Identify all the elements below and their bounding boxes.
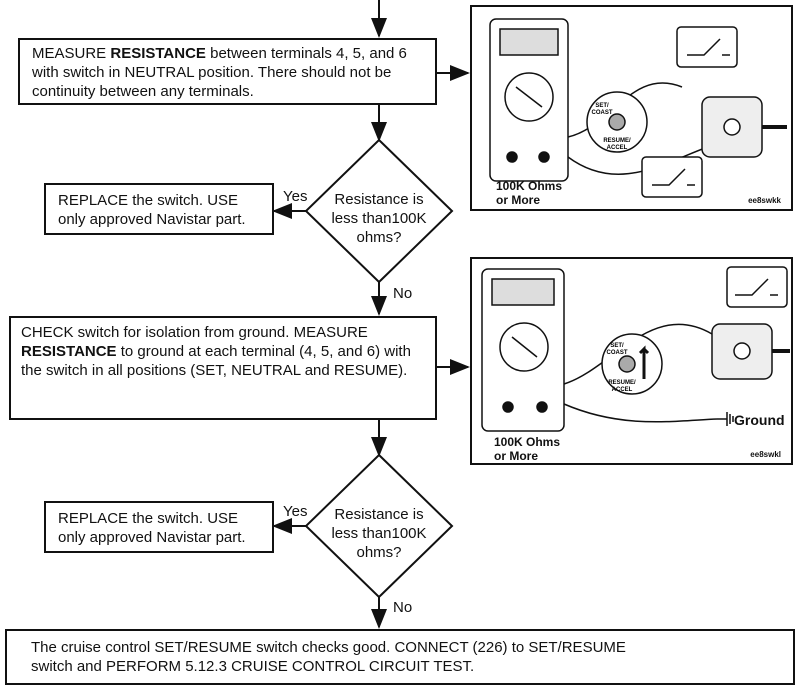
fig1-switch-label1: SET/ [595, 103, 609, 109]
final-line2: switch and PERFORM 5.12.3 CRUISE CONTROL… [31, 658, 475, 675]
fig1-switch-label2: COAST [592, 110, 613, 116]
step1-box: MEASURE RESISTANCE between terminals 4, … [18, 38, 437, 105]
final-box: The cruise control SET/RESUME switch che… [5, 629, 795, 685]
no-label-1: No [393, 285, 413, 302]
decision1-line2: less than100K [331, 210, 427, 227]
figure2-drawing: SET/ COAST RESUME/ ACCEL [481, 266, 790, 432]
decision1-diamond [304, 138, 454, 284]
fig1-switch-label3: RESUME/ [603, 138, 631, 144]
step1-text-bold: RESISTANCE [110, 45, 206, 62]
step1-text-pre: MEASURE [32, 45, 111, 62]
replace1-line1: REPLACE the switch. USE [58, 192, 239, 209]
decision1-line1: Resistance is [334, 191, 424, 208]
figure1-caption-line1: 100K Ohms [496, 179, 563, 193]
multimeter-display [491, 278, 555, 306]
final-line1: The cruise control SET/RESUME switch che… [31, 639, 626, 656]
decision1-line3: ohms? [356, 229, 402, 246]
decision2-line1: Resistance is [334, 506, 424, 523]
step2-text-post: to ground at each terminal (4, 5, and 6)… [21, 343, 411, 379]
replace2-box: REPLACE the switch. USE only approved Na… [44, 501, 274, 553]
decision2-text: Resistance is less than100K ohms? [318, 505, 440, 562]
figure1-caption-line2: or More [496, 193, 541, 207]
figure1-multimeter-illustration: SET/ COAST RESUME/ ACCEL 100K Ohms or Mo… [470, 5, 793, 211]
replace2-line1: REPLACE the switch. USE [58, 510, 239, 527]
multimeter-display [499, 28, 559, 56]
contact-callout-open-2 [641, 156, 703, 198]
figure1-code: ee8swkk [748, 196, 781, 205]
replace1-line2: only approved Navistar part. [58, 211, 246, 228]
fig2-switch-label4: ACCEL [612, 387, 633, 393]
yes-label-1: Yes [283, 188, 308, 205]
contact-callout [726, 266, 788, 308]
decision2-diamond [304, 453, 454, 599]
replace2-line2: only approved Navistar part. [58, 529, 246, 546]
figure1-drawing: SET/ COAST RESUME/ ACCEL [489, 18, 787, 198]
step2-box: CHECK switch for isolation from ground. … [9, 316, 437, 420]
decision1-text: Resistance is less than100K ohms? [318, 190, 440, 247]
figure2-code: ee8swkl [750, 450, 781, 459]
fig2-switch-label1: SET/ [610, 343, 624, 349]
fig1-switch-label4: ACCEL [607, 145, 628, 151]
fig2-switch-label2: COAST [607, 350, 628, 356]
decision2-line3: ohms? [356, 544, 402, 561]
decision2-line2: less than100K [331, 525, 427, 542]
step2-text-bold: RESISTANCE [21, 343, 117, 360]
figure2-ground-label: Ground [734, 412, 785, 428]
contact-callout-open [676, 26, 738, 68]
step2-text-pre: CHECK switch for isolation from ground. … [21, 324, 368, 341]
figure2-caption-line2: or More [494, 449, 539, 463]
no-label-2: No [393, 599, 413, 616]
figure2-caption-line1: 100K Ohms [494, 435, 561, 449]
replace1-box: REPLACE the switch. USE only approved Na… [44, 183, 274, 235]
fig2-switch-label3: RESUME/ [608, 380, 636, 386]
figure2-caption: 100K Ohms or More [494, 435, 560, 463]
yes-label-2: Yes [283, 503, 308, 520]
step1-text-post: between terminals 4, 5, and 6 with switc… [32, 45, 407, 100]
figure2-multimeter-illustration: SET/ COAST RESUME/ ACCEL Ground 100K Ohm… [470, 257, 793, 465]
figure1-caption: 100K Ohms or More [496, 179, 562, 207]
